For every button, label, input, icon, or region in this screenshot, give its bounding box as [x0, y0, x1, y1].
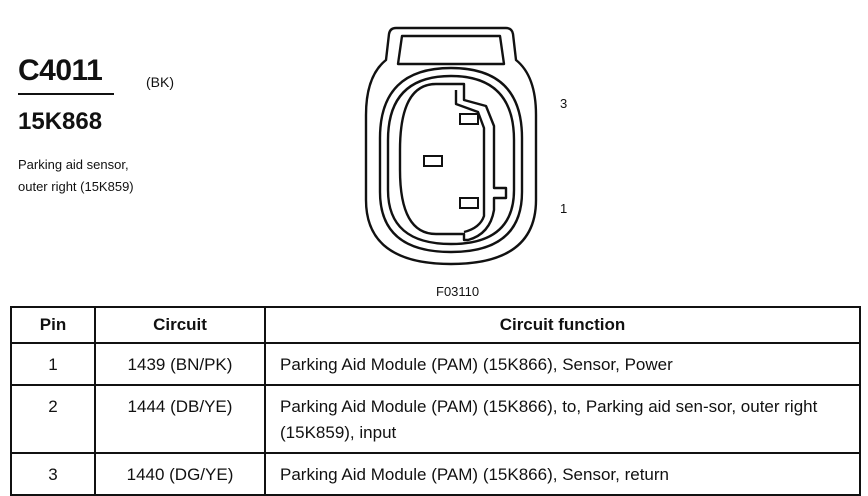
part-number: 15K868	[18, 108, 103, 135]
pin-1-terminal	[459, 197, 479, 209]
connector-color-code: (BK)	[146, 74, 174, 90]
table-row: 3 1440 (DG/YE) Parking Aid Module (PAM) …	[10, 452, 861, 496]
pin-2-terminal	[423, 155, 443, 167]
description-line-2: outer right (15K859)	[18, 179, 134, 194]
connector-id-underline	[18, 93, 114, 95]
connector-face-diagram	[364, 26, 538, 266]
header-circuit-function: Circuit function	[264, 306, 861, 344]
connector-housing-outline	[364, 26, 538, 266]
connector-seal-ring-inner	[386, 74, 516, 246]
pin-3-label: 3	[560, 96, 568, 111]
table-row: 2 1444 (DB/YE) Parking Aid Module (PAM) …	[10, 384, 861, 454]
function-cell: Parking Aid Module (PAM) (15K866), Senso…	[264, 342, 861, 386]
header-circuit: Circuit	[94, 306, 266, 344]
description-line-1: Parking aid sensor,	[18, 157, 129, 172]
circuit-cell: 1439 (BN/PK)	[94, 342, 266, 386]
terminal-insert-inner-wall	[454, 90, 486, 234]
pin-1-label: 1	[560, 201, 568, 216]
table-row: 1 1439 (BN/PK) Parking Aid Module (PAM) …	[10, 342, 861, 386]
pin-table: Pin Circuit Circuit function 1 1439 (BN/…	[10, 306, 861, 496]
terminal-insert	[398, 82, 508, 242]
function-cell: Parking Aid Module (PAM) (15K866), to, P…	[264, 384, 861, 454]
figure-id: F03110	[436, 284, 480, 299]
connector-seal-ring-outer	[378, 66, 524, 254]
connector-latch	[396, 34, 506, 66]
circuit-cell: 1444 (DB/YE)	[94, 384, 266, 454]
circuit-cell: 1440 (DG/YE)	[94, 452, 266, 496]
pin-cell: 1	[10, 342, 96, 386]
connector-id: C4011	[18, 54, 103, 87]
pin-cell: 2	[10, 384, 96, 454]
table-header-row: Pin Circuit Circuit function	[10, 306, 861, 344]
pin-cell: 3	[10, 452, 96, 496]
pin-3-terminal	[459, 113, 479, 125]
connector-description: Parking aid sensor, outer right (15K859)	[18, 154, 134, 198]
function-cell: Parking Aid Module (PAM) (15K866), Senso…	[264, 452, 861, 496]
header-pin: Pin	[10, 306, 96, 344]
